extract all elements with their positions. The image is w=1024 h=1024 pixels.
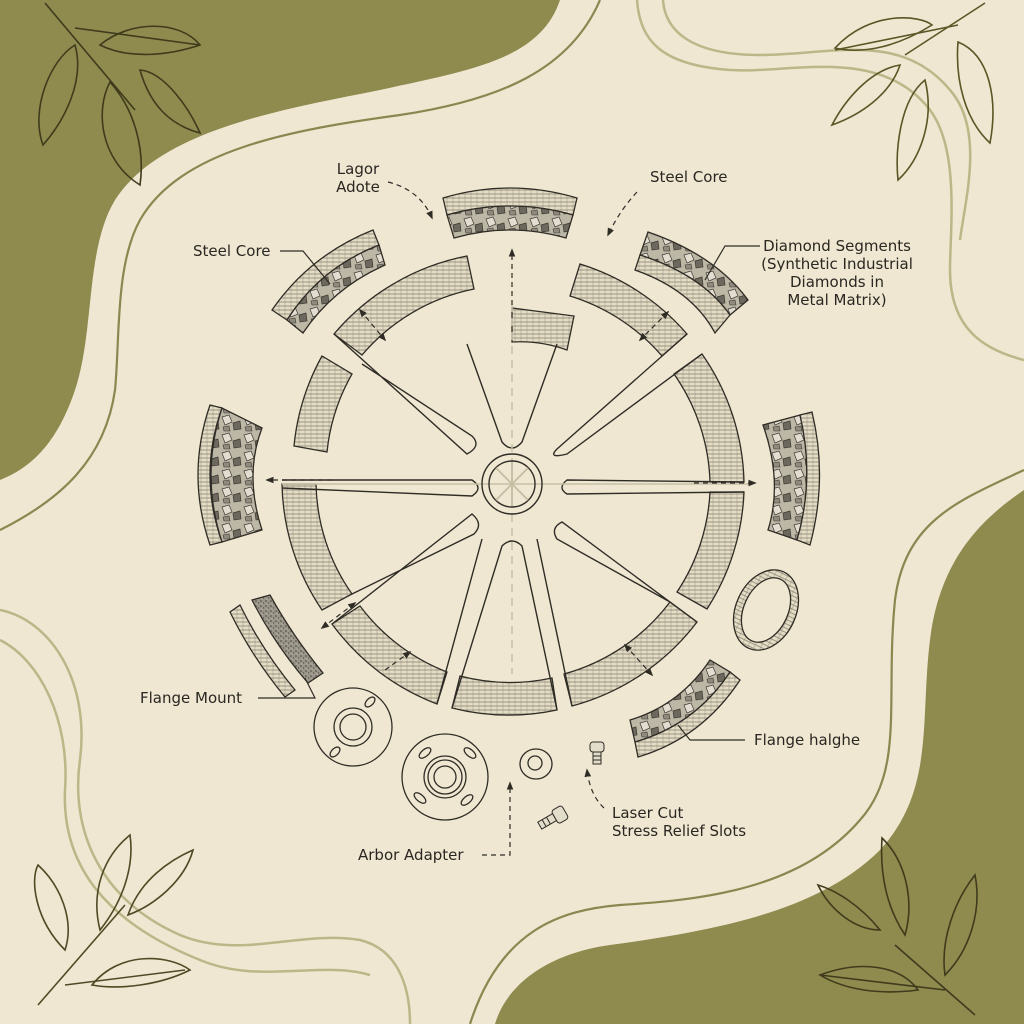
- segment-top-left: [271, 229, 386, 334]
- label-steel-core-left: Steel Core: [193, 242, 271, 260]
- curve-top-right-2: [661, 0, 972, 241]
- curve-bottom-left-2: [0, 638, 371, 977]
- segment-top: [442, 187, 578, 239]
- label-steel-core-top: Steel Core: [650, 168, 728, 186]
- leaf-sprig-top-right: [830, 2, 994, 182]
- leader-lines: [258, 181, 760, 856]
- label-arbor-adapter: Arbor Adapter: [358, 846, 464, 864]
- segment-left: [197, 404, 263, 546]
- leaf-sprig-bottom-left: [33, 833, 195, 1006]
- curve-bottom-right: [468, 469, 1024, 1024]
- curve-bottom-left-1: [0, 608, 412, 1024]
- label-diamond-segments: Diamond Segments (Synthetic Industrial D…: [761, 237, 913, 309]
- blob-bottom-right: [495, 490, 1024, 1024]
- blob-top-left: [0, 0, 560, 480]
- label-flange-halghe: Flange halghe: [754, 731, 861, 749]
- segment-bottom-left: [229, 594, 324, 698]
- central-blade: [281, 255, 752, 716]
- curve-top-right-1: [635, 0, 1024, 362]
- leaf-sprig-bottom-right: [816, 836, 978, 1016]
- leaf-sprig-top-left: [38, 2, 202, 187]
- label-lagor-adote: Lagor Adote: [336, 160, 380, 196]
- arbor-flange: [401, 733, 489, 821]
- flange-mount: [313, 687, 393, 767]
- segment-top-right: [634, 231, 749, 335]
- bushing: [519, 748, 553, 780]
- label-flange-mount: Flange Mount: [140, 689, 243, 707]
- label-laser-cut: Laser Cut Stress Relief Slots: [612, 804, 747, 840]
- segment-right: [762, 411, 821, 546]
- arbor-hole-inner: [488, 460, 536, 508]
- screw-2: [537, 805, 569, 830]
- screw-1: [589, 741, 605, 765]
- curve-top-left: [0, 0, 602, 531]
- oval-ring: [732, 569, 800, 651]
- arbor-hole-outer: [481, 453, 543, 515]
- segment-bottom-right: [629, 659, 741, 758]
- blade-spokes: [281, 333, 745, 711]
